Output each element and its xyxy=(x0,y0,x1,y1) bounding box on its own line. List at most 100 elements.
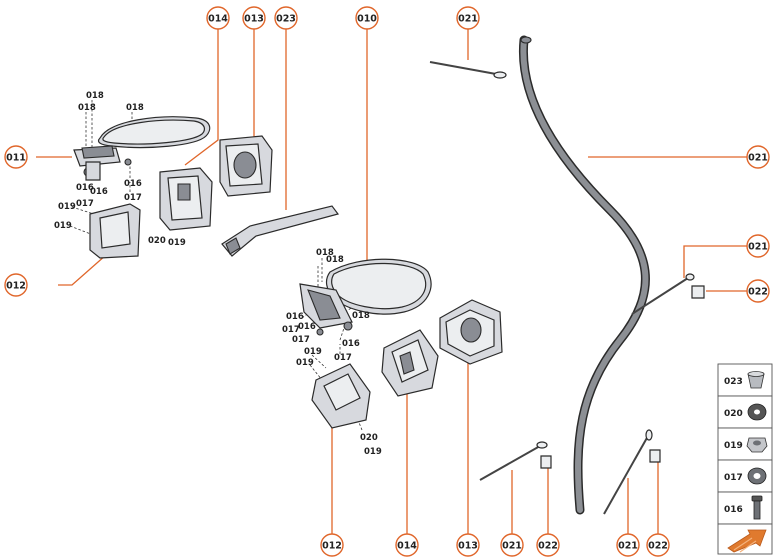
ref-a016-3: 016 xyxy=(124,179,142,189)
svg-text:022: 022 xyxy=(648,541,668,552)
cable-tie-right xyxy=(631,277,689,315)
ref-a016-2: 016 xyxy=(90,187,108,197)
svg-text:014: 014 xyxy=(397,541,417,552)
ref-a017-1: 017 xyxy=(76,199,94,209)
callout-022-bottom-1[interactable]: 022 xyxy=(536,533,560,557)
dash-b016-3 xyxy=(339,327,345,341)
callout-022-right[interactable]: 022 xyxy=(746,279,770,303)
ref-b016-2: 016 xyxy=(298,322,316,332)
callout-014-lower[interactable]: 014 xyxy=(395,533,419,557)
legend-row-020: 020 xyxy=(724,403,767,421)
svg-text:021: 021 xyxy=(458,14,478,25)
legend-row-019: 019 xyxy=(724,437,768,453)
lower-assembly xyxy=(299,258,503,429)
callout-circles: 011 012 014 013 023 010 021 021 021 022 … xyxy=(4,6,770,557)
svg-text:020: 020 xyxy=(724,409,743,419)
long-bracket-023 xyxy=(221,205,340,257)
svg-text:021: 021 xyxy=(618,541,638,552)
svg-text:019: 019 xyxy=(724,441,743,451)
ref-b017-2: 017 xyxy=(292,335,310,345)
dash-b019-1 xyxy=(311,354,327,369)
dash-b020 xyxy=(357,419,363,431)
legend-row-016: 016 xyxy=(724,495,763,520)
flat-washer-icon xyxy=(747,467,767,485)
ref-b017-3: 017 xyxy=(334,353,352,363)
svg-text:012: 012 xyxy=(322,541,342,552)
svg-text:021: 021 xyxy=(748,153,768,164)
ref-b016-1: 016 xyxy=(286,312,304,322)
callout-012-lower[interactable]: 012 xyxy=(320,533,344,557)
svg-text:021: 021 xyxy=(502,541,522,552)
callout-021-right[interactable]: 021 xyxy=(746,234,770,258)
svg-text:022: 022 xyxy=(748,287,768,298)
ref-b019-2: 019 xyxy=(296,358,314,368)
svg-text:013: 013 xyxy=(458,541,478,552)
legend-row-017: 017 xyxy=(724,467,767,485)
ref-b018-3: 018 xyxy=(352,311,370,321)
drain-hose xyxy=(518,35,650,515)
filler-housing-upper xyxy=(219,135,273,197)
svg-text:012: 012 xyxy=(6,281,26,292)
svg-text:021: 021 xyxy=(748,242,768,253)
fuel-housing-upper xyxy=(159,167,213,231)
mounting-bracket-lower xyxy=(311,363,371,429)
callout-012-upper[interactable]: 012 xyxy=(4,273,28,297)
mounting-bracket-upper xyxy=(89,203,141,259)
leader-012-top xyxy=(58,254,107,286)
ref-a020: 020 xyxy=(148,236,166,246)
cable-tie-bottom-1 xyxy=(479,445,541,481)
callout-021-bottom-1[interactable]: 021 xyxy=(500,533,524,557)
callout-013-upper[interactable]: 013 xyxy=(242,6,266,30)
legend-row-023: 023 xyxy=(724,371,765,389)
svg-text:011: 011 xyxy=(6,153,26,164)
ref-b018-1: 018 xyxy=(316,248,334,258)
svg-text:014: 014 xyxy=(208,14,228,25)
callout-021-bottom-2[interactable]: 021 xyxy=(616,533,640,557)
fuel-door-panel-upper xyxy=(97,116,211,149)
ref-a018-2: 018 xyxy=(78,103,96,113)
fuel-door-panel-lower xyxy=(325,258,432,315)
pad-right xyxy=(691,285,705,299)
pad-bottom-2 xyxy=(649,449,661,463)
ref-b017-1: 017 xyxy=(282,325,300,335)
ref-a019-3: 019 xyxy=(168,238,186,248)
fuel-housing-lower xyxy=(381,329,439,397)
callout-022-bottom-2[interactable]: 022 xyxy=(646,533,670,557)
callout-010[interactable]: 010 xyxy=(355,6,379,30)
callout-023[interactable]: 023 xyxy=(274,6,298,30)
leader-021-right xyxy=(683,245,748,278)
hardware-legend: 023 020 019 017 xyxy=(717,363,773,555)
callout-021-top[interactable]: 021 xyxy=(456,6,480,30)
nut-icon xyxy=(746,437,768,453)
reference-labels: 018 018 018 016 016 016 017 017 019 019 … xyxy=(54,91,382,457)
svg-text:013: 013 xyxy=(244,14,264,25)
upper-assembly xyxy=(73,116,340,259)
cable-tie-top xyxy=(429,61,497,75)
dash-b019-2 xyxy=(309,364,323,381)
callout-011[interactable]: 011 xyxy=(4,145,28,169)
ref-a019-1: 019 xyxy=(58,202,76,212)
callout-014-upper[interactable]: 014 xyxy=(206,6,230,30)
grommet-icon xyxy=(747,371,765,389)
ref-a016-1: 016 xyxy=(76,183,94,193)
cable-tie-bottom-2 xyxy=(603,435,649,515)
svg-text:010: 010 xyxy=(357,14,377,25)
callout-021-hose[interactable]: 021 xyxy=(746,145,770,169)
svg-text:023: 023 xyxy=(276,14,296,25)
ref-b018-2: 018 xyxy=(326,255,344,265)
svg-text:016: 016 xyxy=(724,505,743,515)
bolt-icon xyxy=(751,495,763,520)
next-page-arrow-icon[interactable] xyxy=(727,529,767,553)
hinge-assembly-lower xyxy=(299,283,353,336)
ref-a018-3: 018 xyxy=(126,103,144,113)
pad-bottom-1 xyxy=(540,455,552,469)
callout-013-lower[interactable]: 013 xyxy=(456,533,480,557)
hoses-and-cables xyxy=(429,35,705,515)
svg-text:022: 022 xyxy=(538,541,558,552)
ref-b020: 020 xyxy=(360,433,378,443)
filler-housing-lower xyxy=(439,299,503,365)
ref-b016-3: 016 xyxy=(342,339,360,349)
ref-a018-1: 018 xyxy=(86,91,104,101)
leader-lines xyxy=(36,28,748,538)
